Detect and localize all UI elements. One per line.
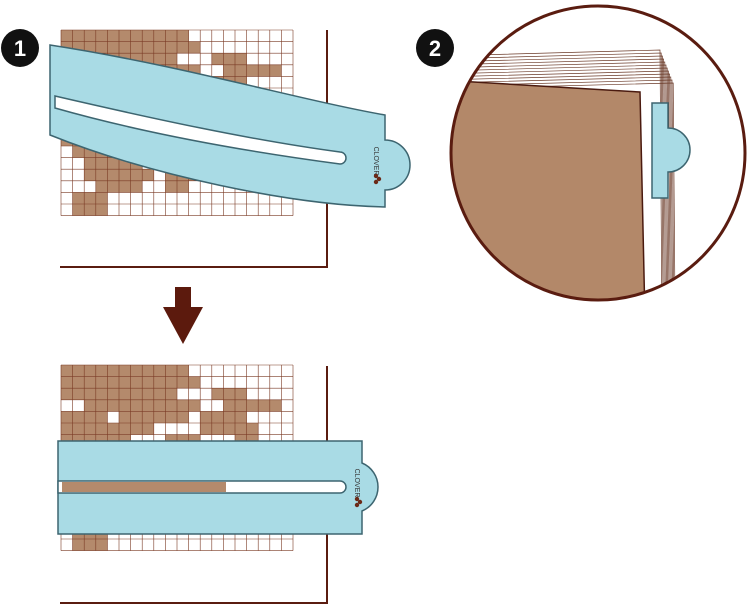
clover-brand-2: CLOVER xyxy=(353,469,360,498)
ruler-slot-window xyxy=(57,480,347,494)
step-1-curved-ruler: CLOVER xyxy=(49,44,411,208)
clover-logo-2: CLOVER xyxy=(353,469,363,508)
step-1-number: 1 xyxy=(14,36,26,61)
clover-brand-1: CLOVER xyxy=(372,147,379,176)
arrow-down-icon xyxy=(163,287,203,344)
ruler-tab-marker xyxy=(651,102,691,199)
clover-logo-1: CLOVER xyxy=(372,147,382,185)
clover-leaf-icon xyxy=(354,496,363,508)
clover-leaf-icon xyxy=(373,173,382,185)
book-cover xyxy=(451,79,646,300)
step-2-number: 2 xyxy=(429,36,441,61)
result-straight-ruler: CLOVER xyxy=(57,440,379,535)
zoom-circle xyxy=(449,4,747,302)
step-1-badge: 1 xyxy=(1,29,39,67)
step-2-badge: 2 xyxy=(416,29,454,67)
